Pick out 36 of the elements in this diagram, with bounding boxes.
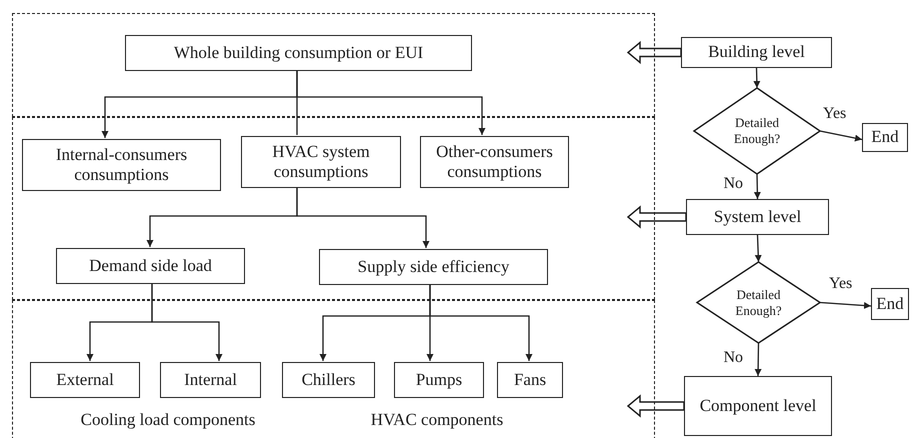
process-box: End bbox=[871, 288, 909, 320]
arrow bbox=[754, 174, 761, 200]
process-box: Internal bbox=[160, 362, 261, 398]
process-box: External bbox=[30, 362, 140, 398]
group-caption: HVAC components bbox=[370, 410, 504, 430]
group-caption: Cooling load components bbox=[80, 410, 256, 430]
process-box: Building level bbox=[681, 37, 832, 68]
decision-text: Detailed Enough? bbox=[732, 115, 782, 147]
process-box: Whole building consumption or EUI bbox=[125, 35, 472, 71]
process-box: Component level bbox=[684, 376, 832, 436]
arrow bbox=[753, 68, 760, 88]
process-box: Fans bbox=[497, 362, 563, 398]
hollow-arrow bbox=[626, 40, 682, 64]
process-box: Supply side efficiency bbox=[319, 249, 548, 285]
process-box: End bbox=[862, 123, 908, 152]
process-box: Other-consumers consumptions bbox=[420, 136, 569, 188]
arrow bbox=[429, 284, 532, 361]
dashed-region bbox=[12, 300, 655, 438]
arrow bbox=[820, 302, 872, 310]
dashed-region bbox=[12, 117, 655, 300]
arrow bbox=[754, 234, 762, 262]
process-box: HVAC system consumptions bbox=[241, 136, 401, 188]
decision-text: Detailed Enough? bbox=[734, 286, 783, 318]
arrow bbox=[820, 130, 862, 142]
process-box: Internal-consumers consumptions bbox=[22, 139, 221, 191]
arrow bbox=[296, 187, 430, 248]
hollow-arrow bbox=[626, 394, 685, 418]
arrow bbox=[151, 283, 222, 361]
process-box: Demand side load bbox=[56, 248, 245, 284]
arrow bbox=[296, 70, 486, 135]
process-box: System level bbox=[686, 199, 829, 235]
process-box: Pumps bbox=[394, 362, 484, 398]
dashed-region bbox=[12, 13, 655, 117]
arrow bbox=[754, 343, 762, 376]
process-box: Chillers bbox=[282, 362, 375, 398]
hollow-arrow bbox=[626, 205, 687, 229]
